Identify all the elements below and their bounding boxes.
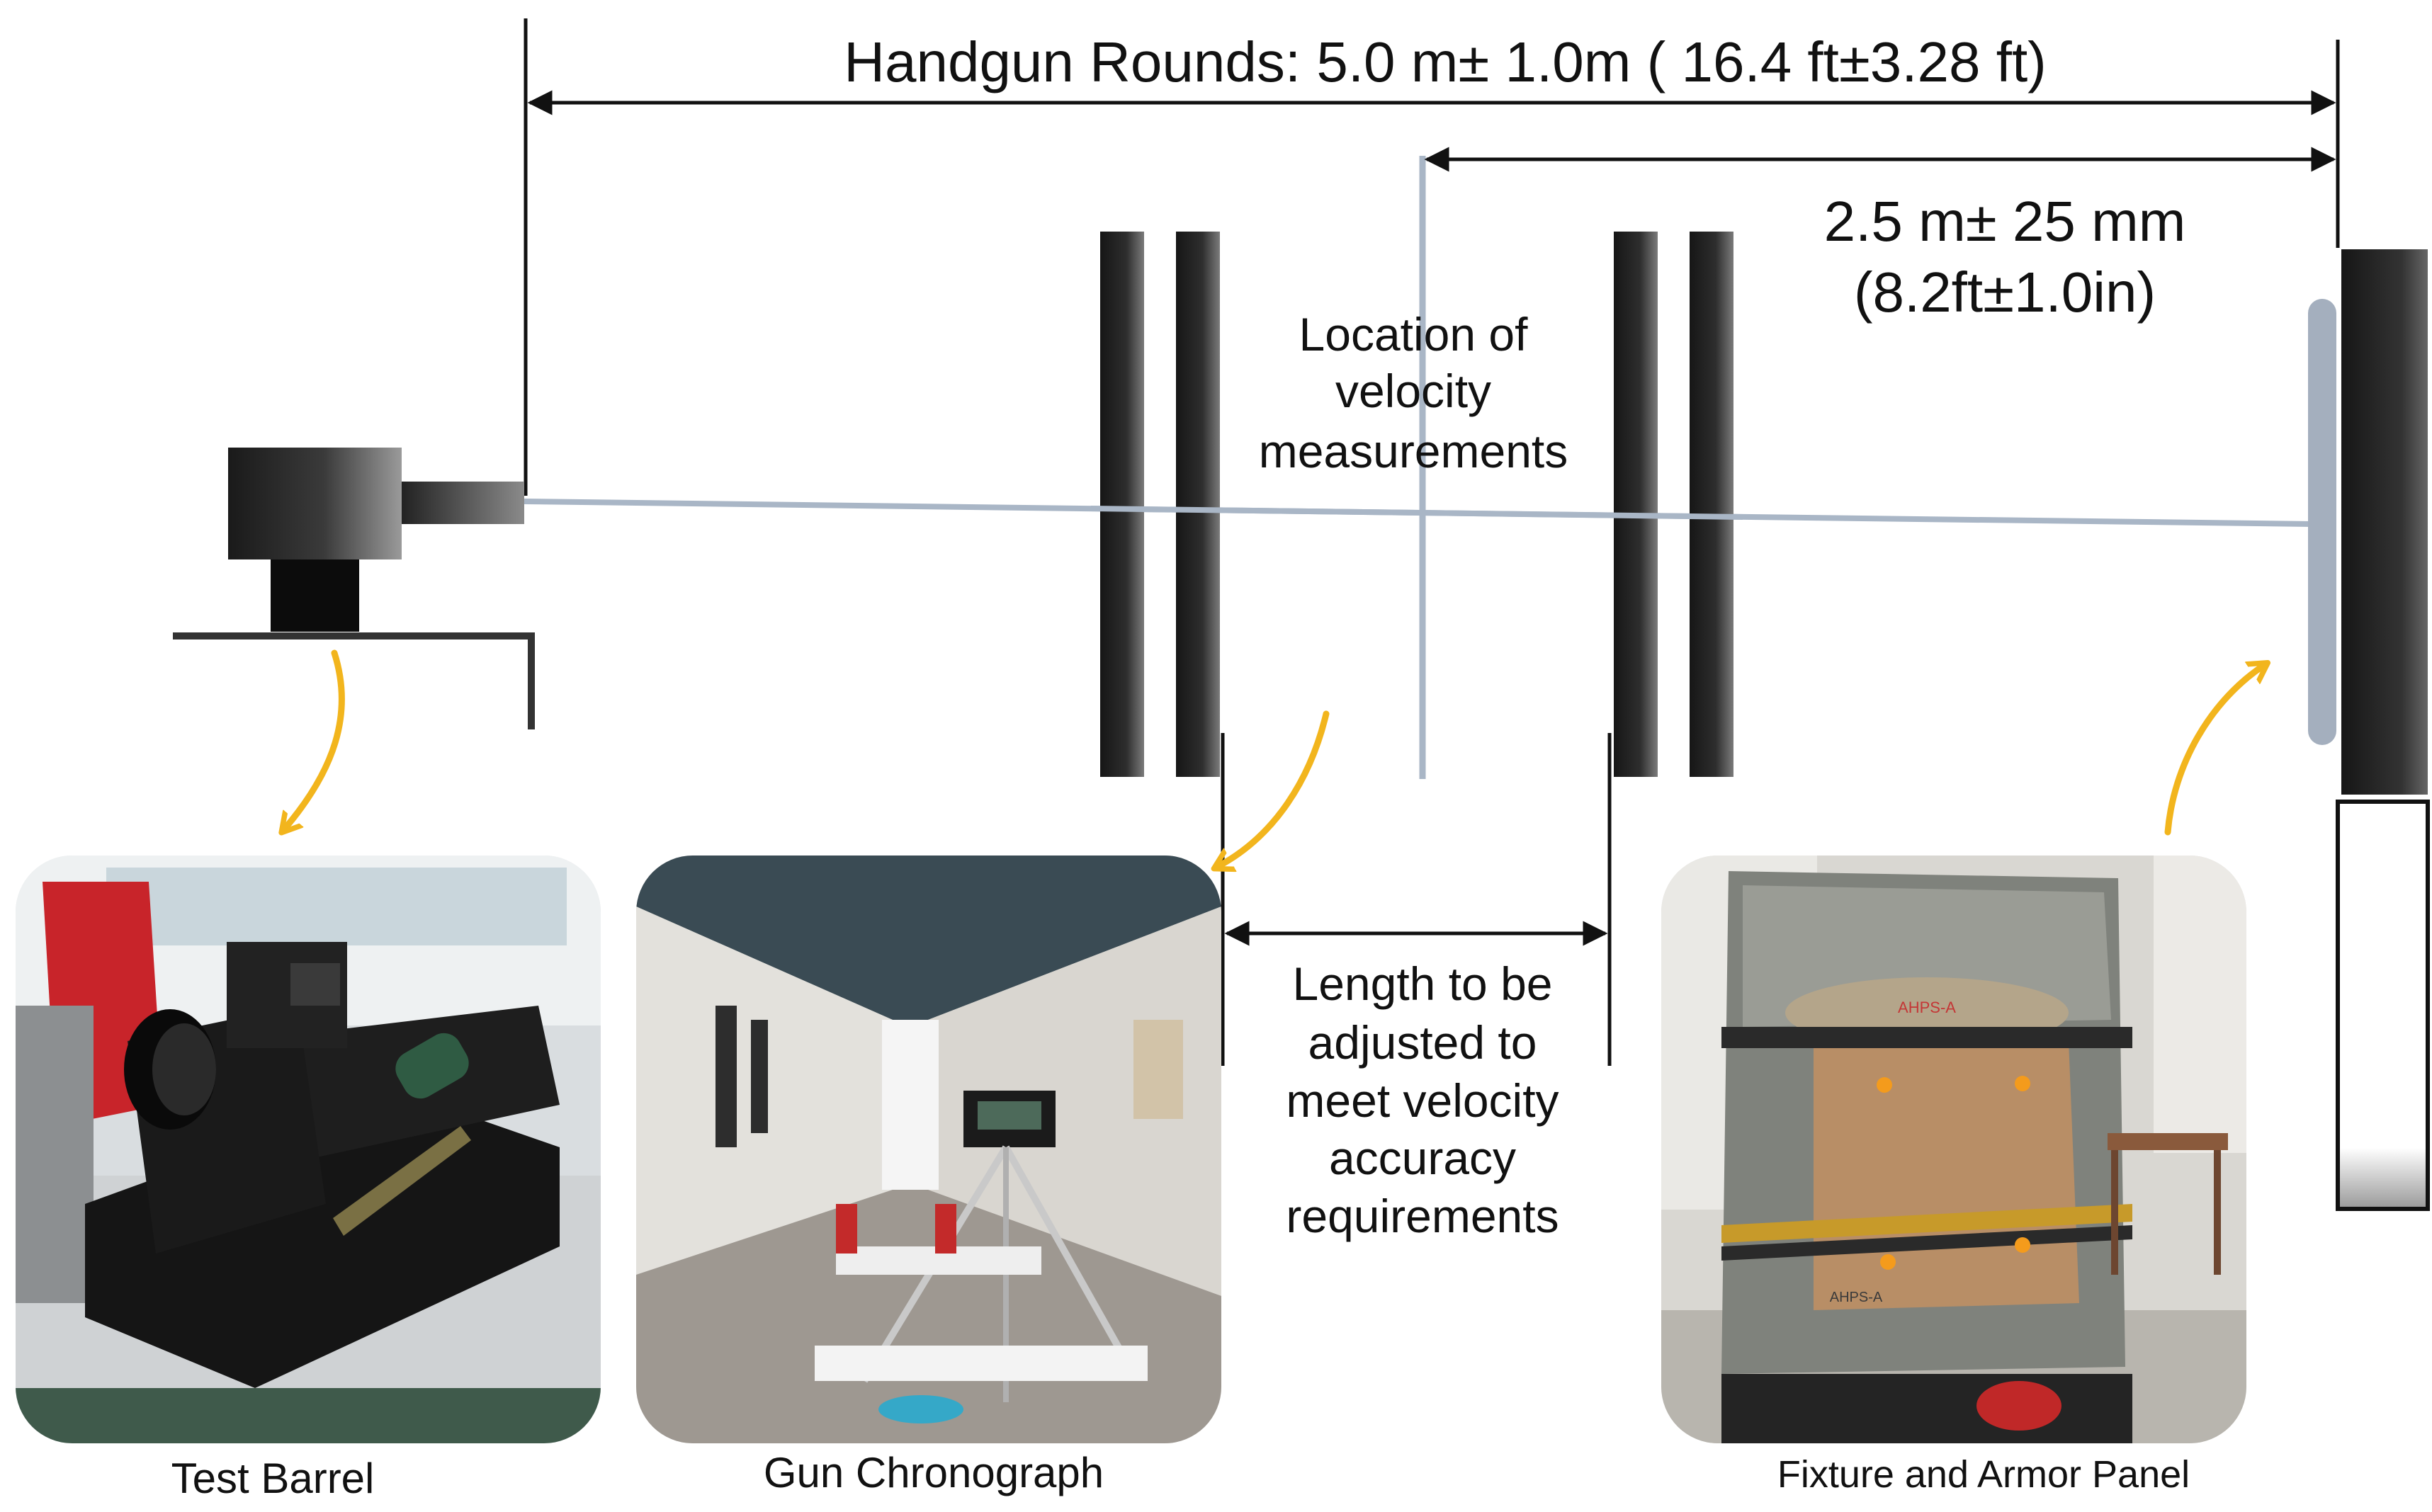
velocity-location-label-3: measurements xyxy=(1259,425,1568,477)
bullet-trajectory-front xyxy=(1090,506,1743,520)
armor-photo-label-bottom: AHPS-A xyxy=(1830,1290,1883,1305)
start-screen-a xyxy=(1100,232,1144,777)
caption-fixture-armor-panel: Fixture and Armor Panel xyxy=(1777,1453,2190,1496)
test-barrel-receiver xyxy=(228,448,402,559)
right-dimension-label-line1: 2.5 m± 25 mm xyxy=(1824,190,2186,253)
chronograph-pointer-arrow xyxy=(1218,710,1330,866)
adjust-length-label-2: adjusted to xyxy=(1308,1016,1537,1069)
caption-test-barrel: Test Barrel xyxy=(171,1455,375,1502)
caption-gun-chronograph: Gun Chronograph xyxy=(764,1449,1104,1496)
stop-screen-a xyxy=(1614,232,1658,777)
fixture-base xyxy=(2336,800,2430,1211)
test-barrel-mount xyxy=(271,559,359,632)
adjust-length-label-5: requirements xyxy=(1286,1190,1559,1242)
test-barrel-bench xyxy=(173,632,535,729)
armor-pointer-arrow xyxy=(2164,666,2263,836)
test-barrel-photo xyxy=(16,856,601,1443)
adjust-length-label-1: Length to be xyxy=(1293,957,1553,1010)
velocity-location-label-2: velocity xyxy=(1335,365,1491,417)
test-barrel-pointer-arrow xyxy=(285,649,345,829)
armor-panel-photo: AHPS-A AHPS-A xyxy=(1661,856,2246,1443)
stop-screen-b xyxy=(1690,232,1733,777)
adjust-length-label-4: accuracy xyxy=(1329,1132,1516,1184)
armor-panel xyxy=(2308,299,2336,745)
test-barrel-tube xyxy=(402,482,524,524)
armor-photo-label-top: AHPS-A xyxy=(1898,999,1956,1016)
right-dimension-label-line2: (8.2ft±1.0in) xyxy=(1854,261,2156,324)
velocity-location-label-1: Location of xyxy=(1299,308,1529,360)
gun-chronograph-photo xyxy=(636,856,1221,1443)
top-dimension-label: Handgun Rounds: 5.0 m± 1.0m ( 16.4 ft±3.… xyxy=(844,30,2047,93)
adjust-length-label-3: meet velocity xyxy=(1286,1074,1559,1127)
start-screen-b xyxy=(1176,232,1220,777)
fixture-frame xyxy=(2341,249,2428,795)
